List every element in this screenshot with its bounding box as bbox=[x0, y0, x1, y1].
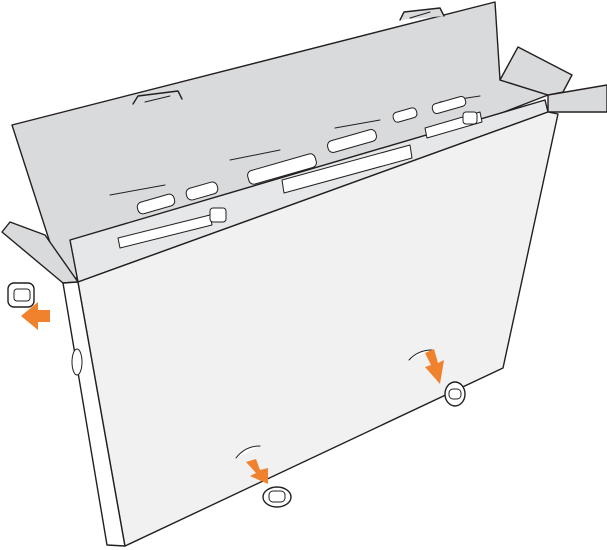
arrow-icon bbox=[246, 459, 268, 484]
handle-clip-icon bbox=[444, 381, 466, 407]
front-right-flap bbox=[547, 84, 607, 113]
lid-tab-middle bbox=[132, 90, 183, 105]
insert-clips bbox=[209, 111, 478, 223]
left-side-flap bbox=[1, 221, 79, 284]
box-front bbox=[77, 111, 559, 547]
handle-clip-icon bbox=[262, 486, 292, 508]
insert-cutouts bbox=[117, 95, 483, 249]
handle-clip-icon bbox=[7, 282, 35, 308]
arrow-icon bbox=[21, 302, 50, 330]
lid-tab-top bbox=[399, 7, 445, 21]
side-handle-hole bbox=[71, 348, 83, 376]
right-side-flap bbox=[499, 46, 573, 96]
arrow-icon bbox=[425, 349, 444, 384]
front-handle-cutout-left bbox=[235, 445, 261, 459]
